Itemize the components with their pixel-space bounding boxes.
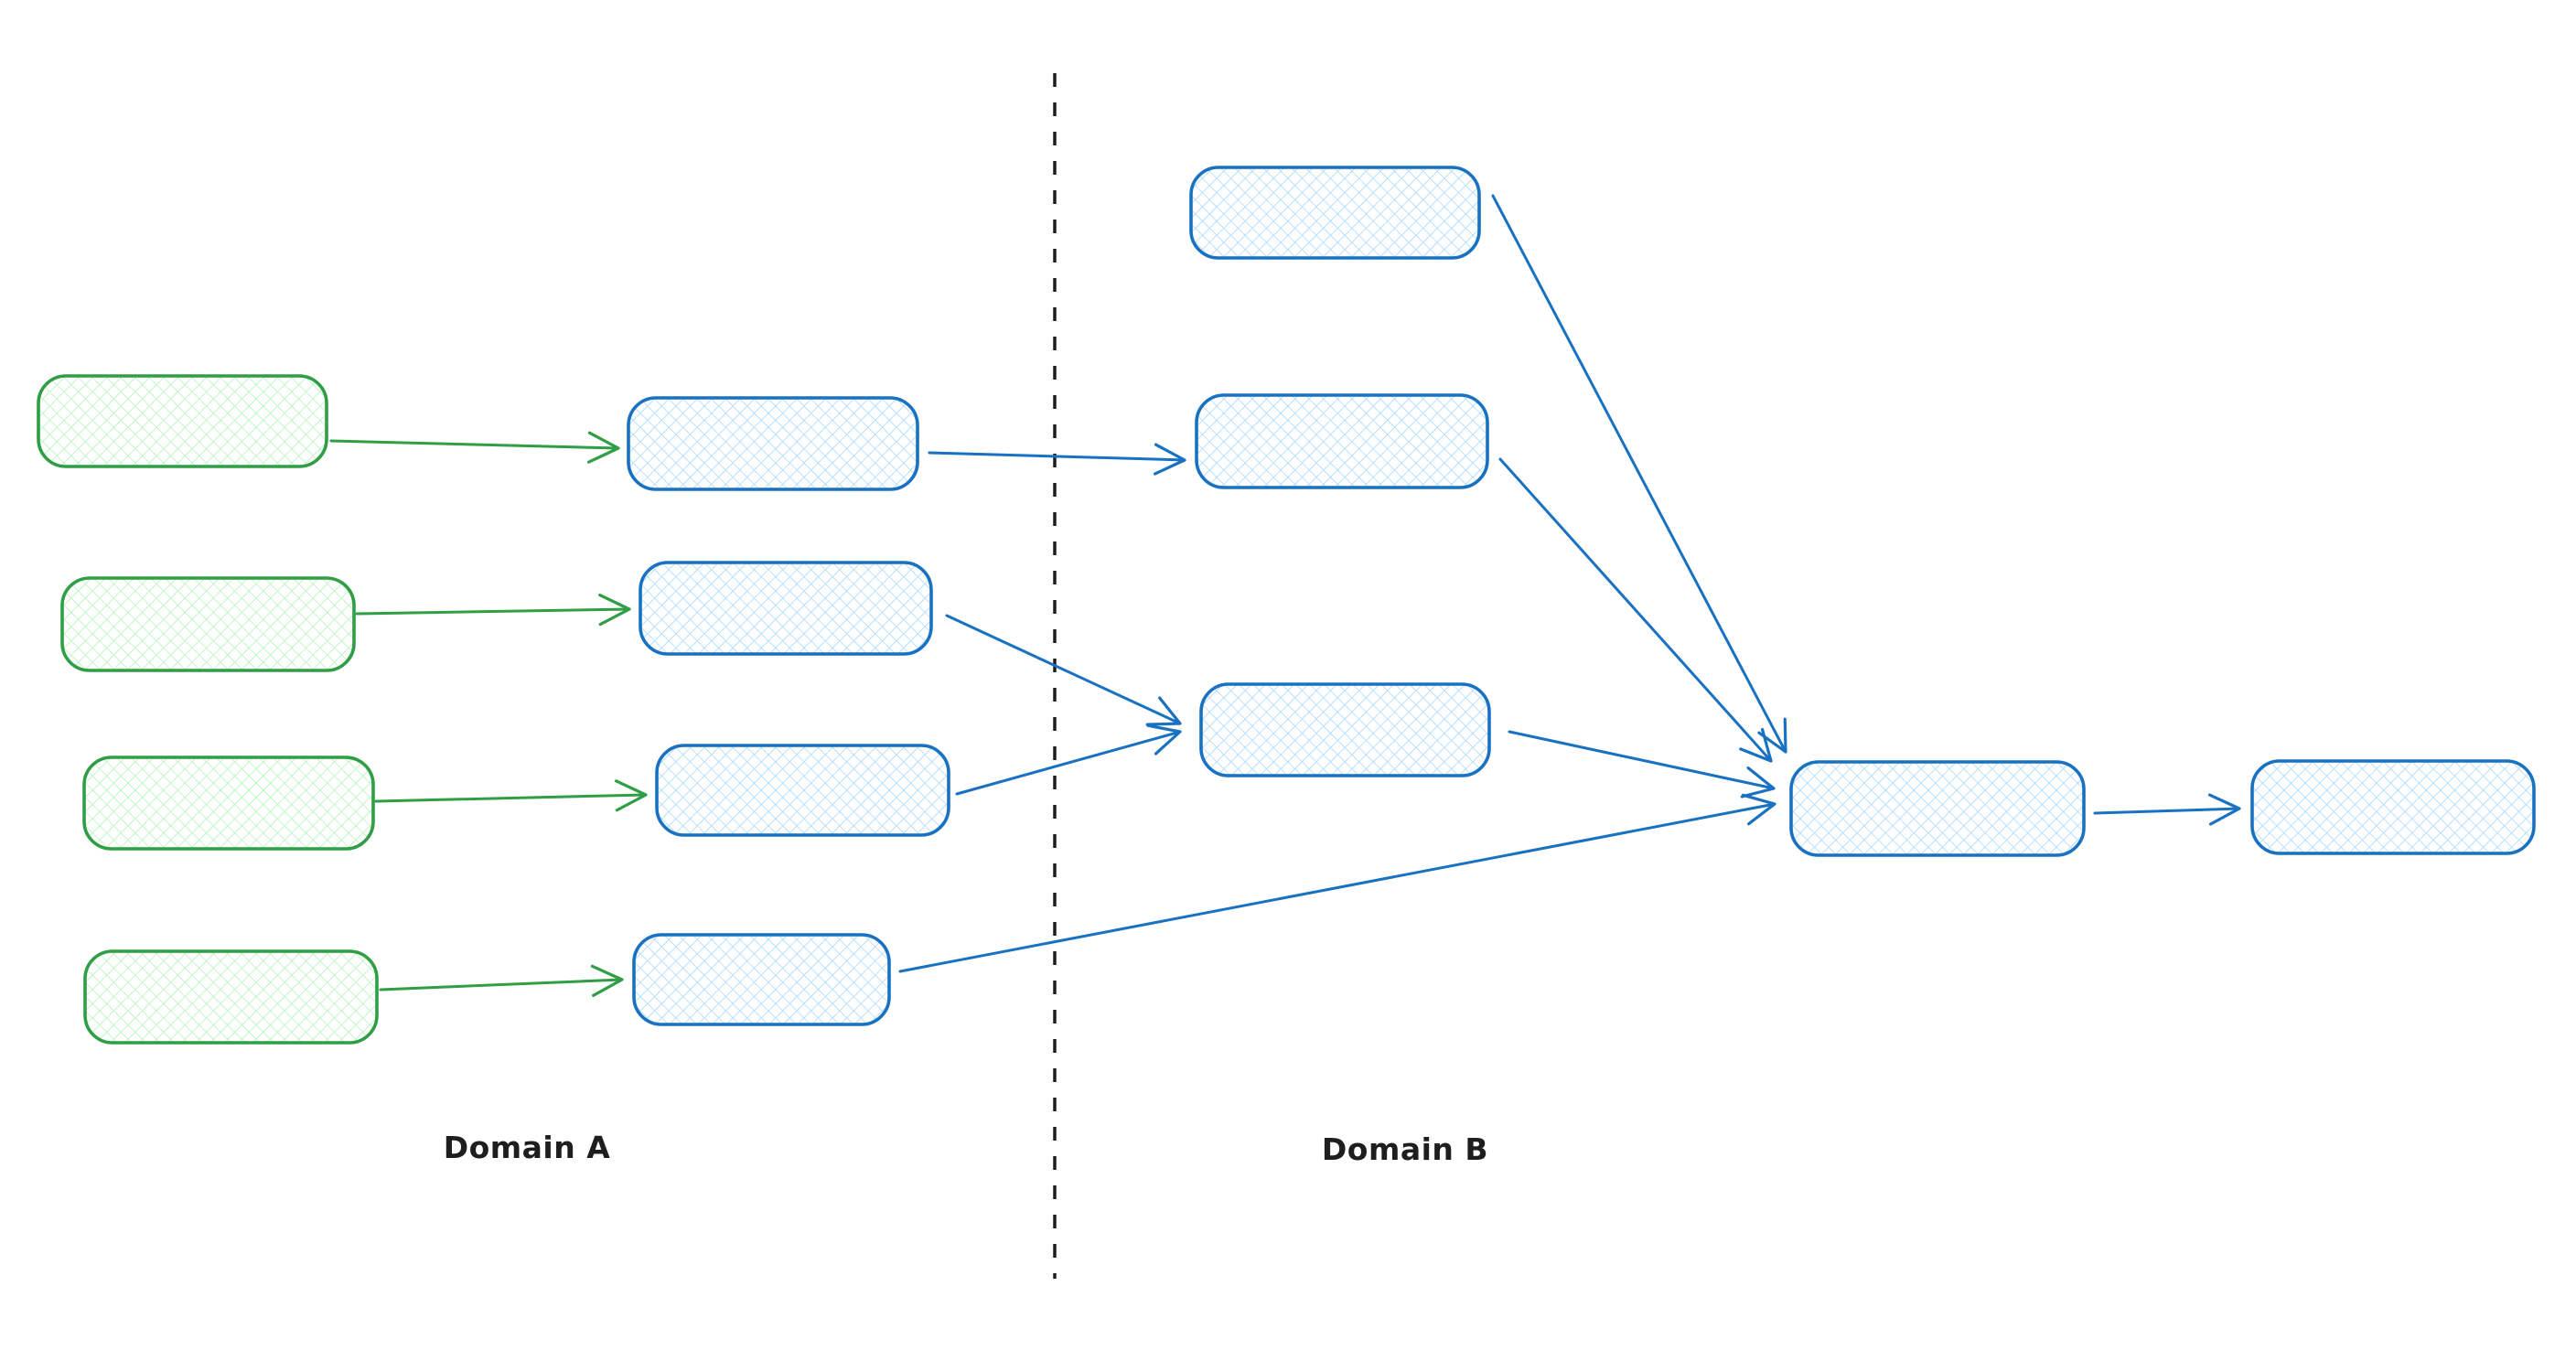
node-a-proc-2[interactable] xyxy=(639,561,933,656)
node-a-src-2[interactable] xyxy=(60,576,356,672)
node-b-top[interactable] xyxy=(1189,166,1481,260)
node-b-mid[interactable] xyxy=(1195,393,1489,489)
node-a-src-1[interactable] xyxy=(37,374,328,468)
edge-a-proc-4-b-merge[interactable] xyxy=(898,793,1776,973)
edge-a-src-1-a-proc-1[interactable] xyxy=(329,431,620,464)
edge-a-src-2-a-proc-2[interactable] xyxy=(355,593,631,627)
edge-a-src-3-a-proc-3[interactable] xyxy=(374,779,648,812)
edge-a-src-4-a-proc-4[interactable] xyxy=(379,964,624,997)
node-a-src-3[interactable] xyxy=(82,756,375,851)
edge-b-low-b-merge[interactable] xyxy=(1508,730,1776,799)
node-a-proc-4[interactable] xyxy=(632,933,891,1026)
edge-a-proc-2-b-low[interactable] xyxy=(945,614,1182,726)
node-b-merge[interactable] xyxy=(1789,760,2086,857)
edge-a-proc-3-b-low[interactable] xyxy=(955,724,1182,796)
edge-a-proc-1-b-mid[interactable] xyxy=(928,443,1186,476)
edge-b-merge-b-out[interactable] xyxy=(2093,793,2241,826)
node-b-out[interactable] xyxy=(2250,759,2536,855)
node-a-src-4[interactable] xyxy=(83,949,379,1045)
node-b-low[interactable] xyxy=(1199,682,1491,777)
node-a-proc-1[interactable] xyxy=(627,396,919,491)
domain-b-label[interactable]: Domain B xyxy=(1322,1131,1488,1167)
edge-b-top-b-merge[interactable] xyxy=(1491,194,1787,754)
domain-a-label[interactable]: Domain A xyxy=(444,1130,611,1165)
edge-b-mid-b-merge[interactable] xyxy=(1498,457,1773,763)
node-a-proc-3[interactable] xyxy=(655,744,950,837)
